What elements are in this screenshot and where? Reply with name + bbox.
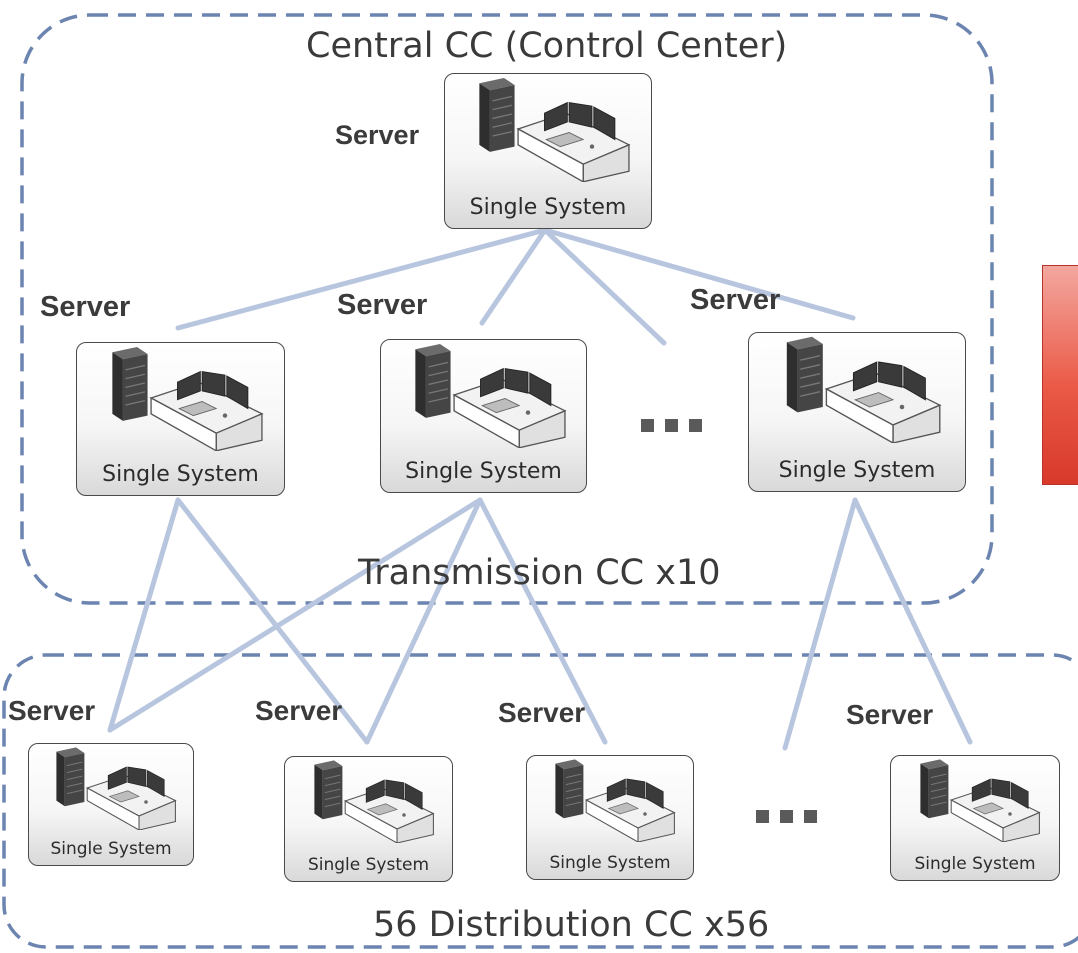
link-t2-d1 [107,497,483,733]
system-caption: Single System [50,839,172,859]
server-label-d2: Server [255,695,343,726]
server-label-t1: Server [40,291,131,323]
central-region-title: Central CC (Control Center) [306,26,788,66]
server-label-d1: Server [8,695,96,726]
workstation-icon [414,343,566,448]
link-central-t2 [479,227,548,326]
workstation-icon [786,336,941,443]
link-central-t4 [542,227,856,321]
workstation-icon [919,758,1040,842]
system-caption: Single System [102,462,259,487]
link-central-t3 [542,227,667,346]
server-label-t4: Server [690,284,781,316]
ellipsis-distribution [756,810,817,823]
central-region-border [20,13,994,605]
distribution-region-border [2,653,1078,949]
system-box-t1: Single System [76,342,285,496]
link-t1-d2 [175,497,370,745]
workstation-icon [554,758,675,842]
system-box-central: Single System [444,73,652,229]
system-box-t2: Single System [380,339,587,493]
link-t1-d1 [107,497,181,733]
system-caption: Single System [307,855,430,875]
system-caption: Single System [405,459,562,484]
workstation-icon [55,746,176,830]
server-label-central: Server [335,120,420,150]
system-caption: Single System [778,458,936,483]
transmission-region-title: Transmission CC x10 [358,553,721,593]
system-box-d4: Single System [890,755,1060,881]
system-box-d1: Single System [28,743,194,866]
server-label-d4: Server [846,699,934,730]
server-label-t2: Server [337,289,428,321]
server-label-d3: Server [498,697,586,728]
system-box-d3: Single System [526,755,694,880]
workstation-icon [478,77,630,182]
link-t4-dots [782,497,858,751]
workstation-icon [313,759,434,843]
link-t2-d3 [477,497,608,745]
ellipsis-transmission [641,419,702,432]
workstation-icon [111,346,263,451]
system-caption: Single System [914,854,1036,874]
link-t2-d2 [364,497,483,745]
system-box-t4: Single System [748,332,966,492]
distribution-region-title: 56 Distribution CC x56 [373,905,770,945]
link-central-t1 [175,227,548,331]
accent-block [1042,265,1078,485]
system-caption: Single System [469,195,627,220]
system-box-d2: Single System [284,756,453,882]
link-t4-d4 [852,497,973,745]
system-caption: Single System [549,853,671,873]
